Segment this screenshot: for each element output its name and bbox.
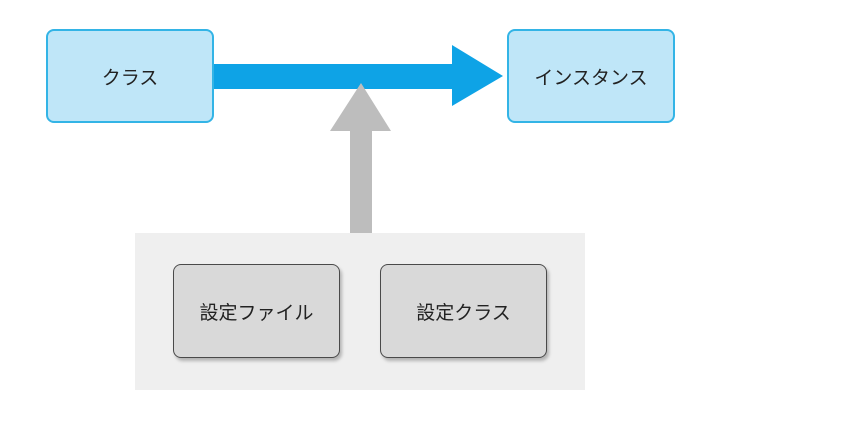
class-node-label: クラス bbox=[101, 66, 159, 89]
instance-node: インスタンス bbox=[507, 29, 675, 123]
class-node: クラス bbox=[46, 29, 214, 123]
config-class-node-label: 設定クラス bbox=[416, 301, 511, 324]
config-file-node: 設定ファイル bbox=[173, 264, 340, 358]
class-to-instance-arrow bbox=[214, 45, 503, 106]
config-file-node-label: 設定ファイル bbox=[199, 301, 314, 324]
instance-node-label: インスタンス bbox=[534, 66, 648, 89]
config-class-node: 設定クラス bbox=[380, 264, 547, 358]
config-to-arrow-arrow bbox=[330, 83, 391, 233]
